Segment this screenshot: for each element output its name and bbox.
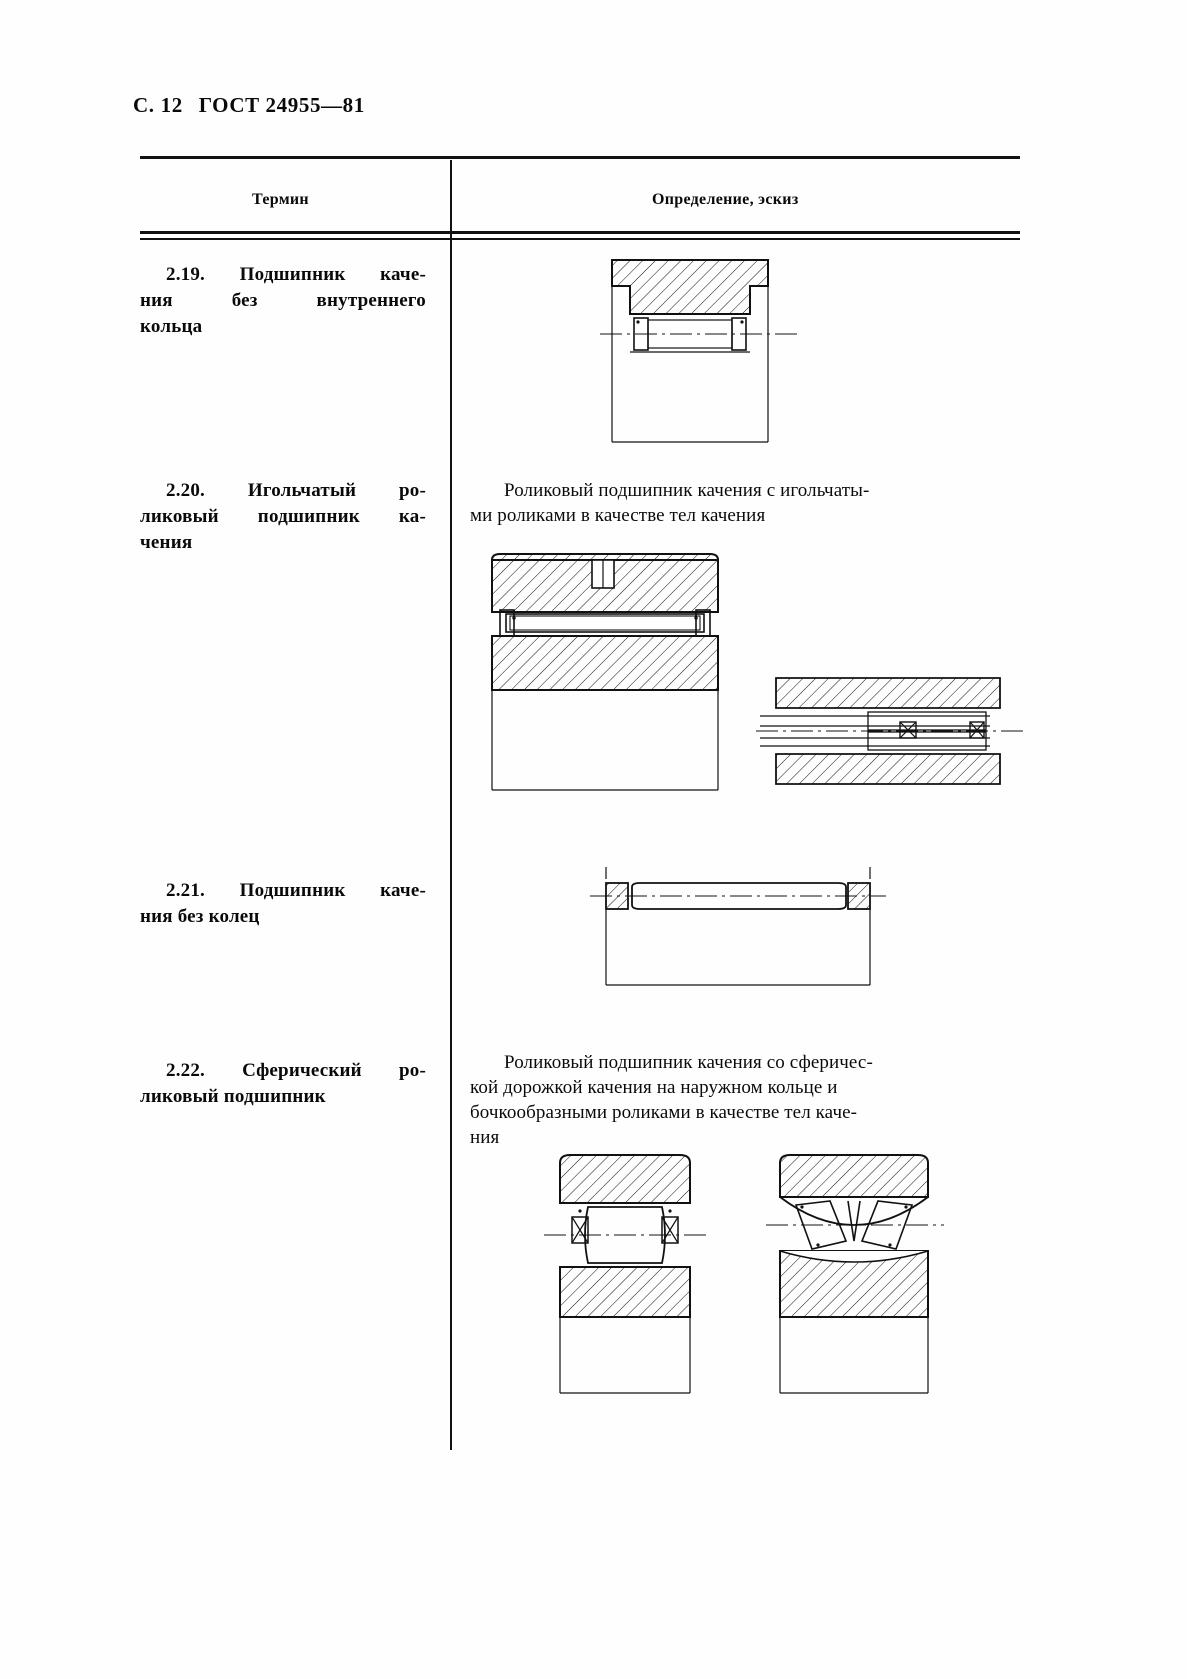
page-number: 12 (160, 93, 183, 117)
term-2-21: 2.21. Подшипник каче- ния без колец (140, 878, 426, 930)
term-2-20-line-3: чения (140, 532, 193, 553)
column-header-term: Термин (252, 191, 309, 208)
term-2-21-line-1: 2.21. Подшипник каче- (166, 880, 426, 901)
term-2-19-line-2: ния без внутреннего (140, 290, 426, 311)
term-2-20-line-2: ликовый подшипник ка- (140, 506, 426, 527)
figure-needle-roller-bearing (470, 540, 1030, 830)
definition-2-22-line-2: кой дорожкой качения на наружном кольце … (470, 1077, 838, 1098)
term-2-22: 2.22. Сферический ро- ликовый подшипник (140, 1058, 426, 1110)
table-header-rule-lower (140, 238, 1020, 240)
definition-2-22-line-4: ния (470, 1127, 500, 1148)
table-top-rule (140, 156, 1020, 159)
term-2-20-line-1: 2.20. Игольчатый ро- (166, 480, 426, 501)
definition-2-22-line-1: Роликовый подшипник качения со сферичес- (504, 1052, 873, 1073)
table-column-divider (450, 160, 452, 1450)
column-header-definition: Определение, эскиз (652, 191, 799, 208)
term-2-19-line-3: кольца (140, 316, 203, 337)
term-2-19: 2.19. Подшипник каче- ния без внутреннег… (140, 262, 426, 340)
term-2-19-line-1: 2.19. Подшипник каче- (166, 264, 426, 285)
definition-2-20-line-1: Роликовый подшипник качения с игольчаты- (504, 480, 870, 501)
term-2-22-line-2: ликовый подшипник (140, 1086, 326, 1107)
figure-bearing-without-rings (570, 865, 900, 1005)
page-marker: С. (133, 93, 155, 117)
figure-bearing-without-inner-ring (600, 252, 840, 452)
term-2-21-line-2: ния без колец (140, 906, 260, 927)
definition-2-22-line-3: бочкообразными роликами в качестве тел к… (470, 1102, 858, 1123)
definition-2-20-line-2: ми роликами в качестве тел качения (470, 505, 766, 526)
term-2-22-line-1: 2.22. Сферический ро- (166, 1060, 426, 1081)
definition-2-22: Роликовый подшипник качения со сферичес-… (470, 1050, 1022, 1150)
term-2-20: 2.20. Игольчатый ро- ликовый подшипник к… (140, 478, 426, 556)
definition-2-20: Роликовый подшипник качения с игольчаты-… (470, 478, 1022, 528)
page-header: С.12 ГОСТ 24955—81 (133, 93, 365, 118)
table-header-rule-upper (140, 231, 1020, 234)
standard-designation: ГОСТ 24955—81 (198, 93, 365, 117)
figure-spherical-roller-bearing (530, 1145, 980, 1415)
